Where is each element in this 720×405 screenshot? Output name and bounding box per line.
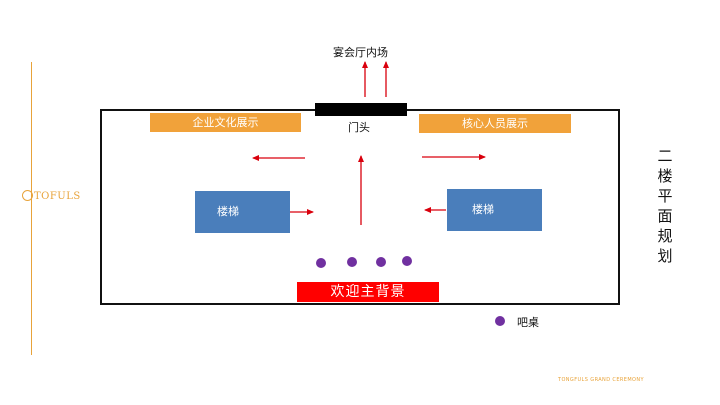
bar-table-dot [402, 256, 412, 266]
entrance-door [315, 103, 407, 116]
bar-table-dot [316, 258, 326, 268]
logo-ring-icon [22, 190, 33, 201]
legend-bar-table-dot [495, 316, 505, 326]
hall-label: 宴会厅内场 [333, 46, 388, 59]
door-label: 门头 [348, 121, 370, 134]
vertical-title-char: 规 [657, 227, 673, 245]
logo-text: TOFULS [34, 191, 81, 202]
vertical-title-char: 楼 [657, 167, 673, 185]
welcome-backdrop: 欢迎主背景 [297, 282, 439, 302]
bar-table-dot [347, 257, 357, 267]
stair-right-label: 楼梯 [472, 203, 494, 216]
vertical-title-char: 面 [657, 207, 673, 225]
bar-table-dot [376, 257, 386, 267]
vertical-title-char: 平 [657, 187, 673, 205]
culture-display-banner: 企业文化展示 [150, 113, 301, 132]
left-gold-rule [31, 62, 32, 355]
footer-brand-text: TONGFULS GRAND CEREMONY [558, 377, 644, 383]
vertical-title-char: 二 [657, 147, 673, 165]
stair-left: 楼梯 [195, 191, 290, 233]
brand-logo: TOFULS [22, 190, 81, 202]
vertical-title-char: 划 [657, 247, 673, 265]
stair-right: 楼梯 [447, 189, 542, 231]
stair-left-label: 楼梯 [217, 205, 239, 218]
legend-label: 吧桌 [517, 316, 539, 329]
staff-display-banner: 核心人员展示 [419, 114, 571, 133]
vertical-title: 二 楼 平 面 规 划 [657, 146, 673, 266]
